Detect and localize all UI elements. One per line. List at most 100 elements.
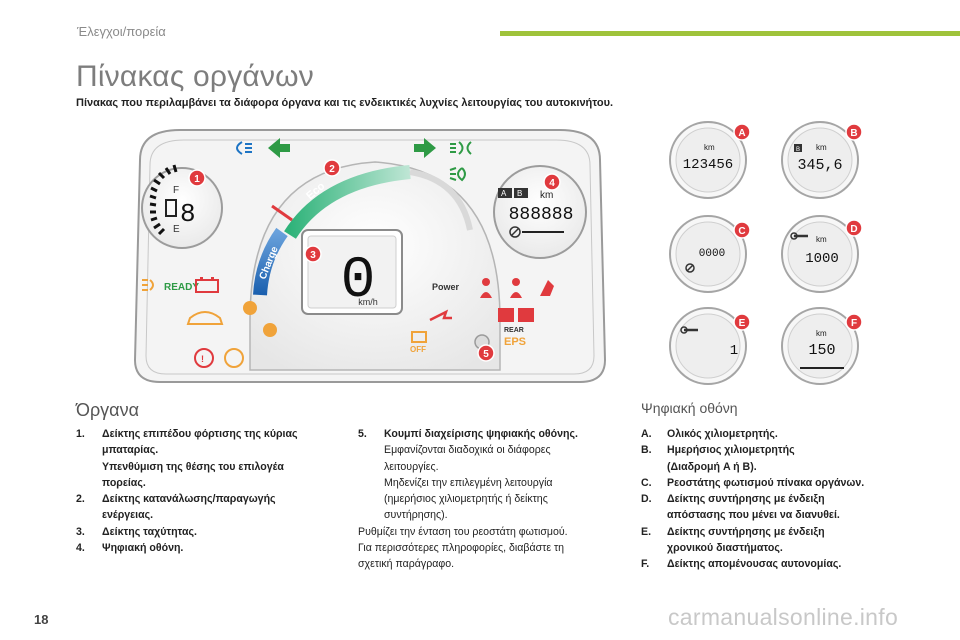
preheat-icon <box>142 279 154 291</box>
watermark: carmanualsonline.info <box>668 604 899 630</box>
dimmer-note: Ρυθμίζει την ένταση του ρεοστάτη φωτισμο… <box>358 525 568 571</box>
list-item: B.Ημερήσιος χιλιομετρητής(Διαδρομή A ή B… <box>641 444 795 473</box>
svg-text:D: D <box>850 224 857 235</box>
svg-text:km: km <box>816 143 827 152</box>
marker-5: 5 <box>477 344 495 362</box>
seatbelt-warning-icon <box>480 278 492 298</box>
eps-indicator: EPS <box>504 336 526 348</box>
svg-text:C: C <box>738 226 745 237</box>
page-number: 18 <box>34 612 49 627</box>
section-label: Έλεγχοι/πορεία <box>77 24 166 39</box>
battery-warning-icon <box>195 277 219 293</box>
esp-off-label: OFF <box>410 345 426 354</box>
seatbelt-passenger-icon <box>510 278 522 298</box>
gauge-full-label: F <box>173 185 179 196</box>
svg-text:A: A <box>501 189 507 198</box>
list-item: 3. Δείκτης ταχύτητας. <box>76 525 197 538</box>
svg-text:B: B <box>517 189 522 198</box>
beam-indicator-group <box>236 138 472 182</box>
digital-screen-insets: km 123456 A B km 345,6 B 0000 C km 1000 … <box>669 121 863 385</box>
ready-indicator: READY <box>164 282 199 293</box>
digital-screen-list: A.Ολικός χιλιομετρητής. B.Ημερήσιος χιλι… <box>641 426 926 573</box>
inset-f: km 150 F <box>781 307 863 385</box>
svg-text:345,6: 345,6 <box>797 157 842 174</box>
gauge-empty-label: E <box>173 224 180 235</box>
instruments-heading: Όργανα <box>76 400 139 420</box>
marker-4: 4 <box>543 173 561 191</box>
charging-plug-icon <box>429 309 452 322</box>
svg-text:!: ! <box>201 354 204 364</box>
inset-d: km 1000 D <box>781 215 863 293</box>
screen-tag-b <box>514 188 528 198</box>
header-accent-rule <box>500 31 960 36</box>
svg-text:150: 150 <box>808 342 835 359</box>
side-lights-icon <box>450 141 472 155</box>
rear-seatbelt-left-icon <box>498 308 514 322</box>
inset-a: km 123456 A <box>669 121 751 199</box>
charge-zone-arc <box>253 227 288 296</box>
speed-unit: km/h <box>358 297 378 307</box>
list-item: 4. Ψηφιακή οθόνη. <box>76 542 184 555</box>
dimmer-icon <box>685 263 695 273</box>
svg-text:A: A <box>738 128 745 139</box>
svg-text:km: km <box>816 329 827 338</box>
svg-text:0000: 0000 <box>699 248 725 260</box>
inset-e: 1 E <box>669 307 751 385</box>
instrument-cluster-illustration: F E 8 Eco Charge 0 km/h Power <box>133 129 607 383</box>
svg-text:1: 1 <box>194 174 200 185</box>
svg-text:5: 5 <box>483 349 489 360</box>
svg-text:km: km <box>816 235 827 244</box>
svg-text:F: F <box>851 318 857 329</box>
svg-text:km: km <box>704 143 715 152</box>
rear-seatbelt-right-icon <box>518 308 534 322</box>
svg-text:1: 1 <box>730 343 738 359</box>
brake-warning-icon <box>194 348 214 368</box>
wrench-icon <box>680 326 698 334</box>
list-item: 5. Κουμπί διαχείρισης ψηφιακής οθόνης. Ε… <box>358 428 578 522</box>
svg-text:3: 3 <box>310 250 316 261</box>
svg-text:4: 4 <box>549 178 555 189</box>
screen-tag-a <box>498 188 512 198</box>
digital-screen-illustration: A B km 888888 <box>493 165 587 259</box>
list-item: C.Ρεοστάτης φωτισμού πίνακα οργάνων. <box>641 476 865 489</box>
page-subtitle: Πίνακας που περιλαμβάνει τα διάφορα όργα… <box>76 97 614 109</box>
svg-text:2: 2 <box>329 164 335 175</box>
svg-text:B: B <box>850 128 857 139</box>
list-item: A.Ολικός χιλιομετρητής. <box>641 428 778 440</box>
esp-off-icon <box>411 331 427 343</box>
wrench-icon <box>790 232 808 240</box>
digital-screen-heading: Ψηφιακή οθόνη <box>641 400 738 416</box>
screen-digits: 888888 <box>509 205 574 225</box>
marker-2: 2 <box>323 159 341 177</box>
turn-left-arrow-icon <box>268 138 290 158</box>
instruments-list-continued: 5. Κουμπί διαχείρισης ψηφιακής οθόνης. Ε… <box>358 426 623 573</box>
speed-value: 0 <box>341 249 376 314</box>
list-item: F.Δείκτης απομένουσας αυτονομίας. <box>641 558 842 571</box>
screen-unit: km <box>540 190 553 201</box>
rear-label: REAR <box>504 327 524 334</box>
battery-gauge: F E 8 <box>141 164 223 249</box>
page-title: Πίνακας οργάνων <box>76 60 314 93</box>
power-needle-marker <box>271 204 293 222</box>
marker-1: 1 <box>188 169 206 187</box>
headlight-icon <box>236 141 252 155</box>
svg-text:B: B <box>796 147 800 153</box>
svg-text:123456: 123456 <box>683 157 733 173</box>
trip-b-icon <box>794 144 802 152</box>
inset-c: 0000 C <box>669 215 751 293</box>
inset-b: B km 345,6 B <box>781 121 863 199</box>
svg-text:E: E <box>739 318 746 329</box>
turn-right-arrow-icon <box>414 138 436 158</box>
dimmer-icon <box>509 226 521 238</box>
airbag-off-icon <box>263 323 277 337</box>
eco-zone-arc <box>284 165 411 239</box>
front-fog-icon <box>449 167 466 182</box>
fuel-pump-icon <box>165 199 177 217</box>
svg-text:1000: 1000 <box>805 251 839 267</box>
power-label: Power <box>432 282 460 292</box>
